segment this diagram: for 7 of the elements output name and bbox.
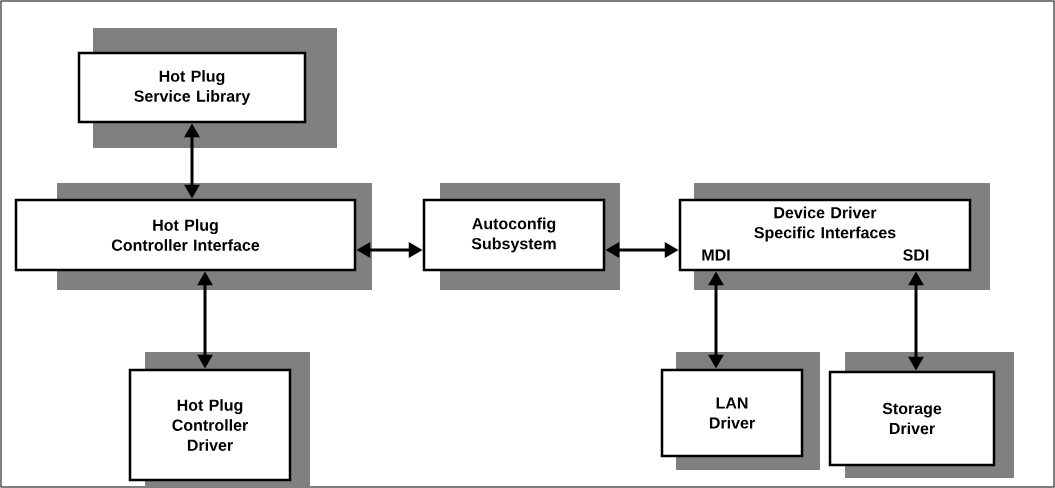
process-box: Hot Plug Controller Interface [14, 183, 372, 290]
process-box: LAN Driver [660, 352, 820, 470]
process-box: Device Driver Specific Interfaces MDI SDI [678, 183, 990, 290]
process-box: Hot Plug Controller Driver [128, 352, 310, 486]
process-box: Autoconfig Subsystem [422, 183, 620, 290]
process-box: Hot Plug Service Library [77, 28, 337, 148]
process-box: Storage Driver [828, 352, 1014, 478]
